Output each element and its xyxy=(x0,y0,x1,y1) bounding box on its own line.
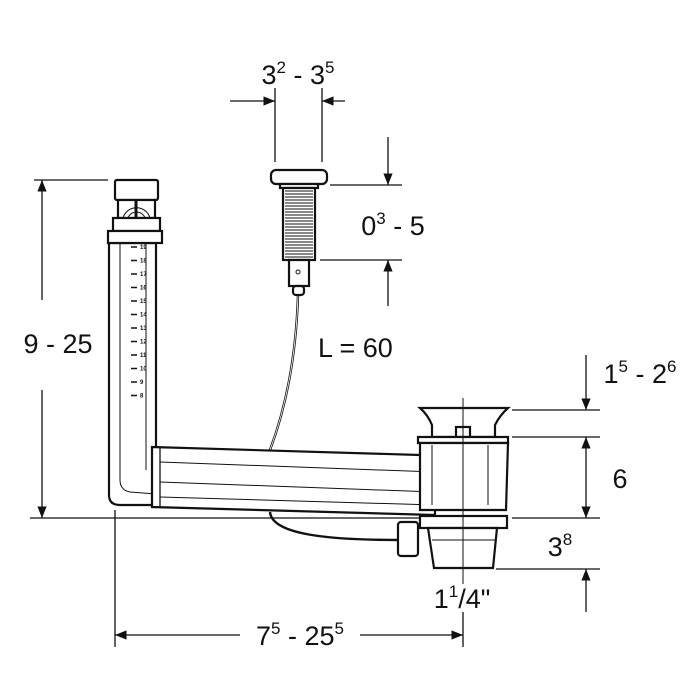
cable-length-label: L = 60 xyxy=(318,333,393,363)
scale-label: 18 xyxy=(140,259,147,265)
right-dimensions: 15 - 26 6 38 11/4" xyxy=(428,355,677,614)
overflow-pipe: 19 18 17 16 15 14 13 12 11 10 9 8 xyxy=(106,178,164,507)
scale-label: 16 xyxy=(140,286,147,292)
scale-label: 19 xyxy=(140,245,147,251)
scale-label: 12 xyxy=(140,340,147,346)
horizontal-pipe xyxy=(150,445,437,517)
outlet-height-label: 38 xyxy=(548,530,573,562)
scale-label: 17 xyxy=(140,272,147,278)
button-stroke-label: 03 - 5 xyxy=(361,209,425,241)
push-button xyxy=(268,168,329,451)
horizontal-range-label: 75 - 255 xyxy=(256,619,344,651)
horizontal-range-dimension: 75 - 255 xyxy=(114,510,464,651)
body-height-label: 6 xyxy=(612,464,627,494)
button-stroke-dimension: 03 - 5 xyxy=(320,137,425,306)
button-diameter-dimension: 32 - 35 xyxy=(230,58,345,162)
scale-label: 11 xyxy=(140,353,147,359)
outlet-thread-label: 11/4" xyxy=(434,582,491,614)
scale-label: 14 xyxy=(140,313,147,319)
button-diameter-label: 32 - 35 xyxy=(262,58,335,90)
scale-label: 9 xyxy=(140,380,144,386)
bowden-cable xyxy=(268,511,401,542)
popup-height-label: 15 - 26 xyxy=(604,357,677,389)
scale-label: 13 xyxy=(140,326,147,332)
scale-label: 10 xyxy=(140,367,147,373)
waste-valve xyxy=(396,398,511,592)
height-dimension: 9 - 25 xyxy=(0,179,420,519)
scale-label: 15 xyxy=(140,299,147,305)
height-range-label: 9 - 25 xyxy=(23,329,92,359)
scale-label: 8 xyxy=(140,394,144,400)
